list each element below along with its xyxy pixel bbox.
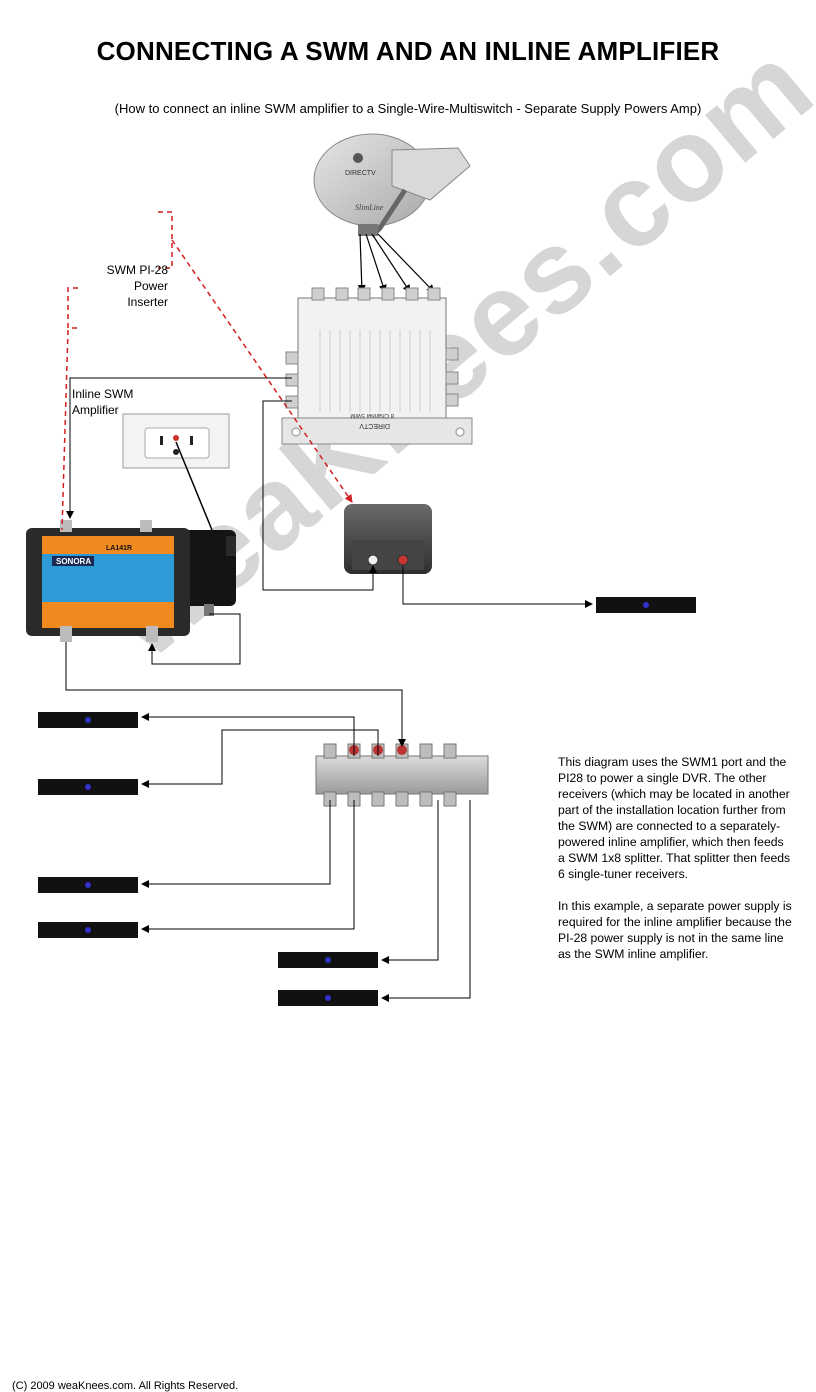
coax-cables xyxy=(65,377,593,1002)
amplifier-label-line1: Inline SWM xyxy=(72,387,134,401)
pi28-label: SWM PI-28 Power Inserter xyxy=(96,262,168,310)
copyright-footer: (C) 2009 weaKnees.com. All Rights Reserv… xyxy=(12,1380,239,1392)
receiver-6 xyxy=(278,990,378,1006)
description-block: This diagram uses the SWM1 port and the … xyxy=(558,754,792,962)
pi28-label-line2: Power xyxy=(133,279,168,293)
inline-amplifier: SONORA LA141R xyxy=(26,520,190,642)
amp-brand-text: SONORA xyxy=(56,557,91,566)
pi28-label-line3: Inserter xyxy=(127,295,168,309)
receiver-3 xyxy=(38,877,138,893)
lnb-cables xyxy=(357,233,435,293)
pi28-label-line1: SWM PI-28 xyxy=(106,263,168,277)
receiver-5 xyxy=(278,952,378,968)
swm-label-text: 8 Channel SWM xyxy=(350,412,394,418)
description-paragraph-2: In this example, a separate power supply… xyxy=(558,899,792,961)
dish-model-text: SlimLine xyxy=(355,203,384,212)
swm-multiswitch: 8 Channel SWM DIRECTV xyxy=(281,287,473,445)
satellite-dish: DIRECTV SlimLine xyxy=(313,133,471,238)
page-title: CONNECTING A SWM AND AN INLINE AMPLIFIER xyxy=(96,36,720,66)
description-paragraph-1: This diagram uses the SWM1 port and the … xyxy=(558,755,791,881)
swm-1x8-splitter xyxy=(315,743,489,807)
dish-brand-text: DIRECTV xyxy=(345,170,376,177)
pi28-power-inserter xyxy=(344,504,432,574)
receiver-2 xyxy=(38,779,138,795)
wiring-diagram: DIRECTV SlimLine xyxy=(26,133,696,1006)
receiver-4 xyxy=(38,922,138,938)
swm-brand-text: DIRECTV xyxy=(359,422,390,429)
amp-model-text: LA141R xyxy=(106,545,132,552)
amplifier-label-line2: Amplifier xyxy=(72,403,119,417)
outlet-cable xyxy=(175,441,213,531)
callout-brackets xyxy=(61,211,353,531)
page-subtitle: (How to connect an inline SWM amplifier … xyxy=(114,101,702,116)
power-adapter xyxy=(176,530,236,616)
wall-outlet xyxy=(122,413,230,469)
receiver-dvr xyxy=(596,597,696,613)
receiver-1 xyxy=(38,712,138,728)
amplifier-label: Inline SWM Amplifier xyxy=(72,386,816,418)
